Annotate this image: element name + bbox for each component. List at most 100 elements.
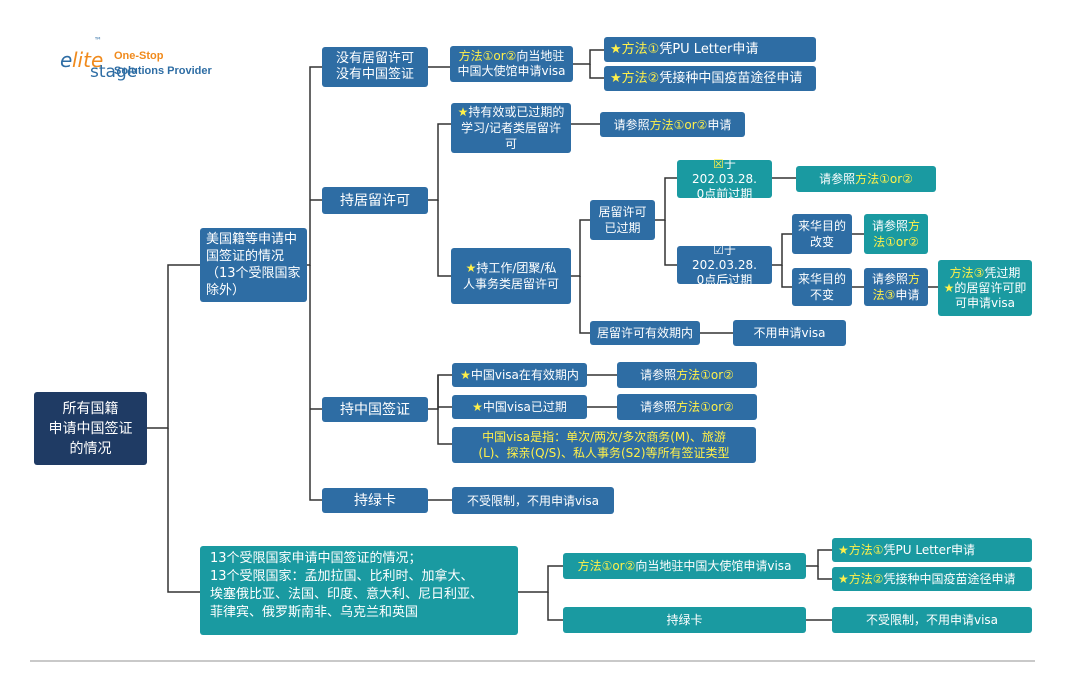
- star-icon: ★: [838, 572, 849, 586]
- connector-us-greencard: [309, 265, 322, 501]
- green-card-node: 持绿卡: [322, 488, 428, 513]
- before-date-line-2: 0点前过期: [696, 186, 753, 201]
- refer3-line-1: 请参照方: [872, 271, 920, 287]
- method1-highlight: 方法①: [621, 41, 660, 57]
- method3-text-1: 凭过期: [984, 265, 1021, 280]
- before-date-node: ☒于202.03.28. 0点前过期: [677, 157, 772, 201]
- star-icon: ★: [457, 105, 469, 119]
- refer12-c-highlight-1: 方: [908, 219, 921, 233]
- root-line-3: 的情况: [69, 440, 112, 457]
- x-box-icon: ☒: [713, 156, 724, 171]
- study-permit-node: ★持有效或已过期的 学习/记者类居留许可: [451, 103, 571, 153]
- expired-line-2: 已过期: [604, 221, 641, 235]
- purpose-changed-node: 来华目的 改变: [792, 214, 852, 254]
- refer3-highlight-2: 法③: [872, 288, 896, 302]
- expired-node: 居留许可 已过期: [590, 200, 655, 240]
- elite-stage-logo: e lite stage ™ One-Stop Solutions Provid…: [60, 36, 230, 84]
- no-limit-b-node: 不受限制，不用申请visa: [832, 607, 1032, 633]
- connector-r-method1: [806, 549, 832, 567]
- star-icon: ★: [943, 280, 955, 295]
- no-visa-a-label: 不用申请visa: [753, 326, 826, 340]
- no-limit-a-label: 不受限制，不用申请visa: [466, 493, 600, 508]
- method3-line-2: ★的居留许可即: [944, 281, 1027, 296]
- valid-permit-node: 居留许可有效期内: [590, 321, 700, 345]
- work-permit-line-2: 人事务类居留许可: [462, 277, 559, 291]
- refer12-b-node: 请参照方法①or②: [796, 166, 936, 192]
- star-icon: ★: [472, 400, 483, 414]
- study-permit-text-1: 持有效或已过期的: [468, 105, 565, 119]
- method3-line-3: 可申请visa: [954, 295, 1016, 310]
- refer12-c-line-1: 请参照方: [872, 218, 920, 234]
- refer3-highlight-1: 方: [908, 272, 921, 286]
- method2-highlight: 方法②: [621, 70, 660, 86]
- check-box-icon: ☑: [713, 242, 724, 257]
- visa-note-line-2: (L)、探亲(Q/S)、私人事务(S2)等所有签证类型: [478, 446, 730, 460]
- star-icon: ★: [610, 70, 622, 86]
- visa-valid-node: ★中国visa在有效期内: [452, 363, 587, 387]
- restricted-line-4: 菲律宾、俄罗斯南非、乌克兰和英国: [210, 605, 419, 620]
- work-permit-line-1: ★持工作/团聚/私: [466, 260, 557, 276]
- has-permit-node: 持居留许可: [322, 187, 428, 214]
- connector-r-method2: [817, 566, 832, 580]
- refer12-d-highlight: 方法①or②: [676, 368, 734, 382]
- connector-method2: [589, 64, 604, 79]
- connector-permit-work: [437, 200, 451, 277]
- connector-permit-study: [428, 123, 451, 201]
- root-line-1: 所有国籍: [62, 400, 119, 417]
- logo-tagline-1: One-Stop: [114, 50, 164, 62]
- refer3-text-2: 申请: [895, 288, 920, 302]
- purpose-same-line-2: 不变: [809, 288, 834, 302]
- connector-root-us: [147, 264, 200, 429]
- method3-node: 方法③凭过期 ★的居留许可即 可申请visa: [938, 260, 1032, 316]
- visa-expired-label: 中国visa已过期: [482, 400, 567, 414]
- bottom-divider: [30, 660, 1035, 662]
- logo-letter-e: e: [60, 48, 73, 72]
- r-green-card-node: 持绿卡: [563, 607, 806, 633]
- connector-restricted-embassy: [518, 565, 563, 593]
- restricted-line-1: 13个受限国家申请中国签证的情况；: [210, 551, 422, 566]
- study-permit-line-1: ★持有效或已过期的: [458, 104, 565, 120]
- connector-visa-note: [437, 375, 452, 445]
- method1-text: 凭PU Letter申请: [659, 41, 759, 57]
- method2-node: ★方法② 凭接种中国疫苗途径申请: [604, 66, 816, 91]
- no-limit-b-label: 不受限制，不用申请visa: [865, 613, 999, 627]
- refer12-c-line-2: 法①or②: [873, 235, 919, 249]
- refer12-c-pre: 请参照: [871, 219, 908, 233]
- connector-us-none: [307, 66, 322, 266]
- star-icon: ★: [838, 543, 849, 557]
- no-visa-a-node: 不用申请visa: [733, 320, 846, 346]
- refer12-a-post: 申请: [707, 117, 732, 132]
- work-permit-text-1: 持工作/团聚/私: [476, 261, 557, 275]
- purpose-same-line-1: 来华目的: [798, 272, 847, 286]
- connector-work-valid: [579, 276, 590, 334]
- no-permit-line-1: 没有居留许可: [335, 51, 414, 66]
- connector-expired-after: [664, 220, 677, 266]
- study-permit-line-2: 学习/记者类居留许可: [460, 121, 562, 151]
- green-card-label: 持绿卡: [354, 492, 396, 509]
- visa-note-line-1: 中国visa是指：单次/两次/多次商务(M)、旅游: [482, 430, 726, 444]
- method12-embassy-rest: 向当地驻: [516, 49, 565, 63]
- purpose-changed-line-2: 改变: [809, 235, 834, 249]
- expired-line-1: 居留许可: [598, 205, 647, 219]
- before-date-line-1: ☒于202.03.28.: [683, 157, 766, 187]
- refer12-c-node: 请参照方 法①or②: [864, 214, 928, 254]
- has-visa-node: 持中国签证: [322, 397, 428, 422]
- after-date-node: ☑于202.03.28. 0点后过期: [677, 242, 772, 287]
- connector-after-same: [781, 265, 792, 288]
- root-node: 所有国籍 申请中国签证 的情况: [34, 392, 147, 465]
- restricted-line-3: 埃塞俄比亚、法国、印度、意大利、尼日利亚、: [210, 587, 484, 602]
- after-date-line-2: 0点后过期: [696, 272, 753, 287]
- restricted-embassy-text: 向当地驻中国大使馆申请visa: [635, 559, 792, 573]
- r-method2-text: 凭接种中国疫苗途径申请: [883, 572, 1016, 586]
- r-method1-highlight: 方法①: [848, 543, 884, 557]
- method3-line-1: 方法③凭过期: [950, 266, 1021, 281]
- visa-expired-node: ★中国visa已过期: [452, 395, 587, 419]
- refer12-e-node: 请参照方法①or②: [617, 394, 757, 420]
- refer3-pre: 请参照: [871, 272, 908, 286]
- connector-expired-before: [655, 177, 677, 221]
- no-limit-a-node: 不受限制，不用申请visa: [452, 487, 614, 514]
- connector-after-changed: [772, 233, 792, 266]
